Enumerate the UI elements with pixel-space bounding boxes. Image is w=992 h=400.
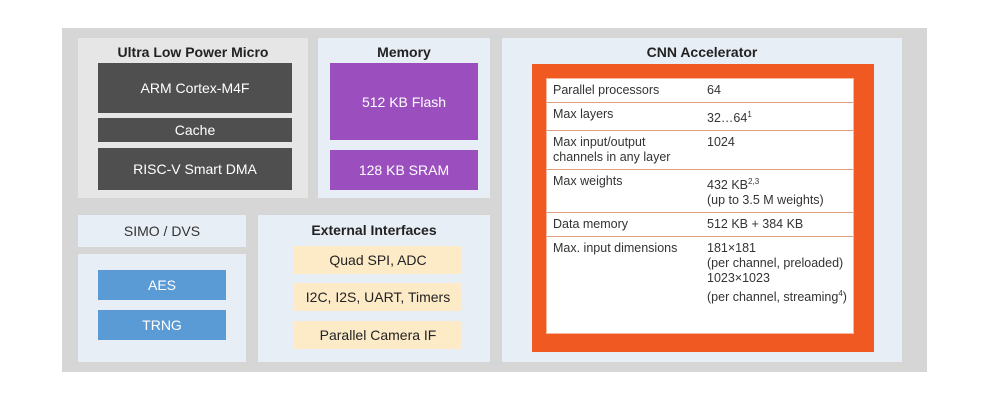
row-label: Parallel processors: [547, 79, 701, 103]
arm-cortex-block: ARM Cortex-M4F: [98, 63, 292, 113]
row-value: 32…641: [701, 102, 853, 132]
external-panel: External Interfaces Quad SPI, ADC I2C, I…: [258, 215, 490, 362]
cnn-title: CNN Accelerator: [646, 44, 758, 60]
quad-spi-block: Quad SPI, ADC: [294, 246, 462, 274]
table-row: Data memory 512 KB + 384 KB: [547, 212, 853, 238]
row-value: 1024: [701, 130, 853, 171]
memory-panel: Memory 512 KB Flash 128 KB SRAM: [318, 38, 490, 198]
flash-block: 512 KB Flash: [330, 63, 478, 140]
sram-block: 128 KB SRAM: [330, 150, 478, 190]
riscv-dma-block: RISC-V Smart DMA: [98, 148, 292, 190]
simo-panel: SIMO / DVS: [78, 215, 246, 247]
table-row: Max layers 32…641: [547, 102, 853, 132]
row-label: Max. input dimensions: [553, 241, 678, 256]
row-value: 64: [701, 79, 853, 103]
trng-block: TRNG: [98, 310, 226, 340]
micro-title: Ultra Low Power Micro: [117, 44, 269, 60]
cache-block: Cache: [98, 118, 292, 142]
cnn-orange-frame: Parallel processors 64 Max layers 32…641…: [532, 64, 874, 352]
row-value: 512 KB + 384 KB: [701, 212, 853, 238]
camera-block: Parallel Camera IF: [294, 321, 462, 349]
table-row: Max input/output channels in any layer 1…: [547, 130, 853, 171]
block-diagram: Ultra Low Power Micro ARM Cortex-M4F Cac…: [62, 28, 927, 372]
security-panel: AES TRNG: [78, 254, 246, 362]
row-label: Max layers: [547, 102, 701, 132]
cnn-panel: CNN Accelerator Parallel processors 64 M…: [502, 38, 902, 362]
memory-title: Memory: [377, 44, 431, 60]
i2c-block: I2C, I2S, UART, Timers: [294, 283, 462, 311]
micro-panel: Ultra Low Power Micro ARM Cortex-M4F Cac…: [78, 38, 308, 198]
table-row: Parallel processors 64: [547, 79, 853, 103]
simo-label: SIMO / DVS: [123, 223, 201, 239]
row-label: Max weights: [547, 169, 701, 214]
table-row: Max. input dimensions 181×181(per channe…: [547, 237, 853, 310]
external-title: External Interfaces: [311, 222, 437, 238]
row-value: 432 KB2,3(up to 3.5 M weights): [701, 169, 853, 214]
row-label: Max input/output channels in any layer: [547, 130, 701, 171]
row-value: 181×181(per channel, preloaded)1023×1023…: [707, 241, 847, 305]
cnn-spec-table: Parallel processors 64 Max layers 32…641…: [546, 78, 854, 334]
aes-block: AES: [98, 270, 226, 300]
row-label: Data memory: [547, 212, 701, 238]
table-row: Max weights 432 KB2,3(up to 3.5 M weight…: [547, 169, 853, 214]
